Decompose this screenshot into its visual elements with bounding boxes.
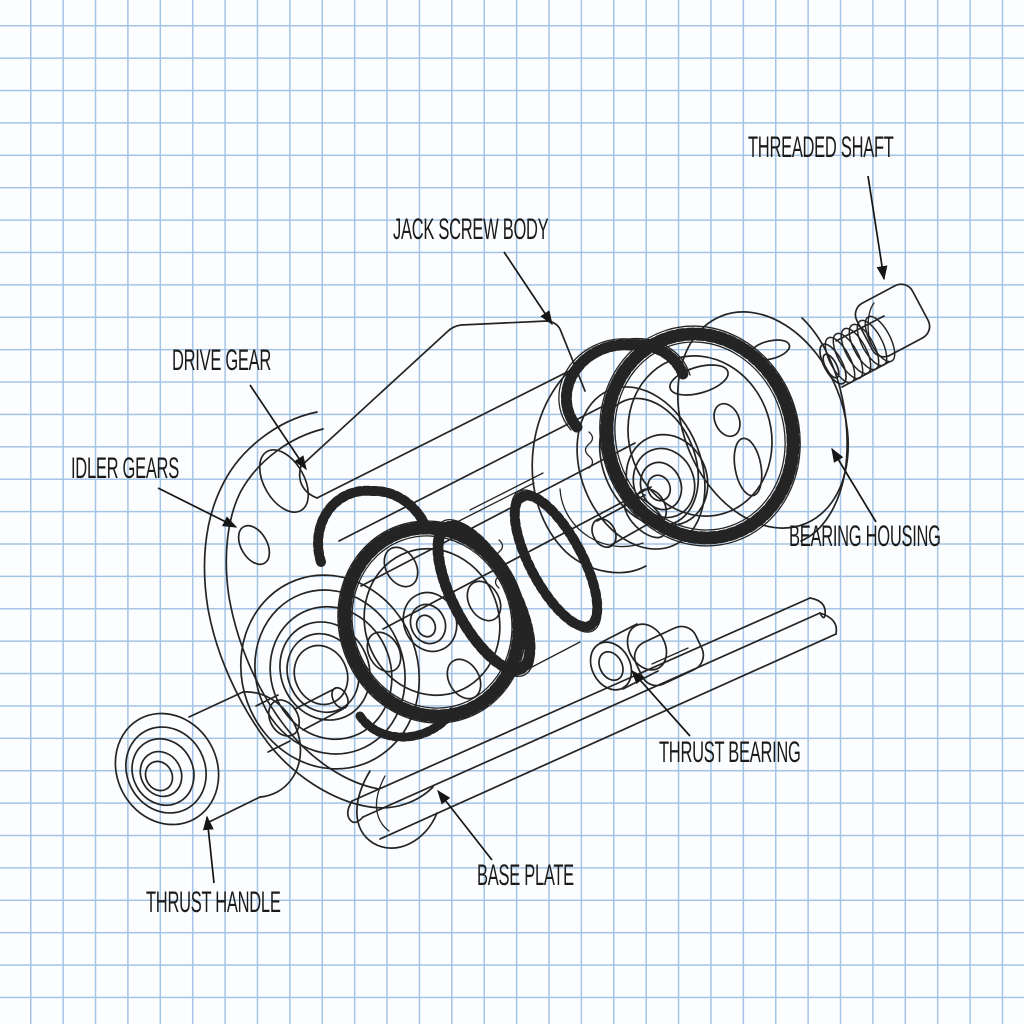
idler-gears-arrow <box>157 487 238 528</box>
label-base-plate: BASE PLATE <box>477 859 574 892</box>
jack-screw-body-arrow <box>503 251 553 326</box>
label-threaded-shaft: THREADED SHAFT <box>748 131 894 164</box>
idler-gears-part <box>313 485 457 742</box>
thrust-handle-part <box>114 686 349 826</box>
thrust-handle-arrow <box>202 815 215 884</box>
thrust-bearing-arrow <box>631 669 691 737</box>
label-thrust-bearing: THRUST BEARING <box>659 736 801 769</box>
idler-housing-part <box>203 411 438 849</box>
detail-springs <box>494 431 594 589</box>
leader-arrows <box>157 175 888 884</box>
drive-gear-part <box>558 337 691 433</box>
threaded-shaft-part <box>819 283 931 388</box>
spoked-gear-part <box>337 520 527 724</box>
machine-drawing <box>114 283 931 849</box>
label-thrust-handle: THRUST HANDLE <box>146 886 281 919</box>
label-drive-gear: DRIVE GEAR <box>172 344 272 377</box>
drive-gear-arrow <box>249 384 307 471</box>
label-idler-gears: IDLER GEARS <box>71 452 179 485</box>
label-jack-screw-body: JACK SCREW BODY <box>393 213 549 246</box>
bearing-housing-arrow <box>831 447 877 523</box>
base-plate-arrow <box>437 789 493 861</box>
ring-gear-part <box>599 325 801 547</box>
threaded-shaft-arrow <box>867 175 888 281</box>
base-plate-part <box>346 597 838 840</box>
label-bearing-housing: BEARING HOUSING <box>789 520 941 553</box>
